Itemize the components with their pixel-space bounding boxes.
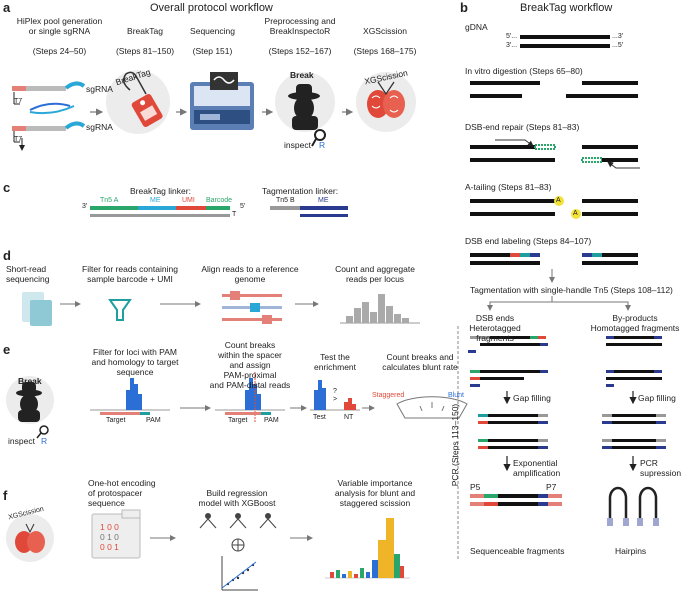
panel-d-label: d — [3, 248, 11, 263]
e-break-logo: Break — [18, 376, 42, 386]
e-target: Target — [106, 417, 126, 424]
e-q: ? — [333, 388, 337, 395]
breaktag-linker — [90, 206, 230, 217]
e-step1: Filter for loci with PAM and homology to… — [91, 347, 179, 377]
gdna-3: 3′... — [506, 42, 518, 49]
break-logo-text: Break — [290, 70, 314, 80]
step-sequencing: Sequencing — [190, 26, 235, 36]
p5-label: P5 — [470, 482, 481, 492]
breakinspector-logo — [275, 72, 354, 147]
d-step4: Count and aggregate reads per locus — [335, 264, 415, 284]
f-step2: Build regression model with XGBoost — [198, 488, 276, 508]
onehot-row-2: 0 1 0 — [100, 532, 119, 542]
t7-label-2: T7 — [14, 136, 23, 143]
step-hiplex-range: (Steps 24–50) — [32, 46, 87, 56]
e-staggered: Staggered — [372, 392, 405, 399]
gap-filling-label-1: Gap filling — [513, 393, 551, 403]
gdna-5r: ...5′ — [612, 42, 624, 49]
step-breaktag: BreakTag — [127, 26, 163, 36]
homotagged-fragments — [602, 336, 666, 526]
panel-f-icons — [6, 509, 410, 591]
step-sequencing-range: (Step 151) — [192, 46, 233, 56]
xgscission-brain-logo — [356, 72, 416, 132]
panel-a-label: a — [3, 0, 11, 15]
e-blunt: Blunt — [448, 392, 464, 399]
breaktag-logo — [106, 70, 188, 134]
step-preprocessing: Preprocessing and BreakInspectoR — [264, 16, 336, 36]
heterotagged-fragments — [468, 336, 562, 506]
panel-b-diagram — [470, 35, 640, 311]
tn5b-label: Tn5 B — [276, 197, 295, 204]
t-mark: T — [232, 211, 237, 218]
dsb-label-label: DSB end labeling (Steps 84–107) — [465, 236, 592, 246]
tn5a-label: Tn5 A — [100, 197, 119, 204]
tagmentation-linker — [270, 206, 348, 217]
e-target2: Target — [228, 417, 248, 424]
gdna-label: gDNA — [465, 22, 488, 32]
onehot-row-1: 1 0 0 — [100, 522, 119, 532]
e-pam2: PAM — [264, 417, 279, 424]
d-step2: Filter for reads containing sample barco… — [82, 264, 178, 284]
step-xgscission: XGScission — [363, 26, 407, 36]
e-step3: Test the enrichment — [313, 352, 357, 372]
c-5prime: 5′ — [240, 203, 246, 210]
d-step1: Short-read sequencing — [6, 264, 50, 284]
gdna-5: 5′... — [506, 33, 518, 40]
panel-b-title: BreakTag workflow — [520, 2, 613, 14]
a-mark-2: A — [573, 210, 578, 217]
e-step4: Count breaks and calculates blunt rate — [382, 352, 458, 372]
gap-filling-label-2: Gap filling — [638, 393, 676, 403]
tagmentation-linker-label: Tagmentation linker: — [262, 186, 339, 196]
step-breaktag-range: (Steps 81–150) — [115, 46, 175, 56]
panel-c-label: c — [3, 180, 11, 195]
e-nt: NT — [344, 414, 354, 421]
umi-label: UMI — [182, 197, 195, 204]
step-hiplex: HiPlex pool generation or single sgRNA — [16, 16, 103, 36]
breaktag-linker-label: BreakTag linker: — [130, 186, 191, 196]
atail-label: A-tailing (Steps 81–83) — [465, 182, 552, 192]
sequencer-icon — [190, 72, 274, 130]
c-3prime: 3′ — [82, 203, 88, 210]
seq-frag-label: Sequenceable fragments — [470, 546, 565, 556]
step-preprocessing-range: (Steps 152–167) — [268, 46, 332, 56]
panel-e-label: e — [3, 342, 11, 357]
gdna-3r: ...3′ — [612, 33, 624, 40]
tagmentation-label: Tagmentation with single-handle Tn5 (Ste… — [470, 285, 673, 295]
panel-e-icons — [6, 372, 468, 439]
sgrna-label-1: sgRNA — [86, 84, 113, 94]
f-step1: One-hot encoding of protospacer sequence — [88, 478, 156, 508]
t7-label-1: T7 — [14, 98, 23, 105]
panel-a-title: Overall protocol workflow — [150, 2, 273, 14]
e-pam: PAM — [146, 417, 161, 424]
me-label: ME — [150, 197, 161, 204]
e-test: Test — [313, 414, 326, 421]
panel-d-icons — [22, 291, 420, 326]
pcr-steps-label: PCR (Steps 113–150) — [450, 403, 460, 487]
panel-b-label: b — [460, 0, 468, 15]
vitro-label: In vitro digestion (Steps 65–80) — [465, 66, 583, 76]
p7-label: P7 — [546, 482, 557, 492]
step-xgscission-range: (Steps 168–175) — [353, 46, 417, 56]
a-mark-1: A — [556, 197, 561, 204]
e-step2: Count breaks within the spacer and assig… — [209, 340, 291, 390]
hairpins-label: Hairpins — [615, 546, 647, 556]
f-step3: Variable importance analysis for blunt a… — [334, 478, 416, 508]
barcode-label: Barcode — [206, 197, 233, 204]
sgrna-cartoon — [12, 81, 104, 151]
sgrna-label-2: sgRNA — [86, 122, 113, 132]
panel-f-label: f — [3, 488, 8, 503]
onehot-row-3: 0 0 1 — [100, 542, 119, 552]
e-gt: > — [333, 396, 338, 403]
d-step3: Align reads to a reference genome — [201, 264, 299, 284]
me2-label: ME — [318, 197, 329, 204]
dsb-repair-label: DSB-end repair (Steps 81–83) — [465, 122, 580, 132]
